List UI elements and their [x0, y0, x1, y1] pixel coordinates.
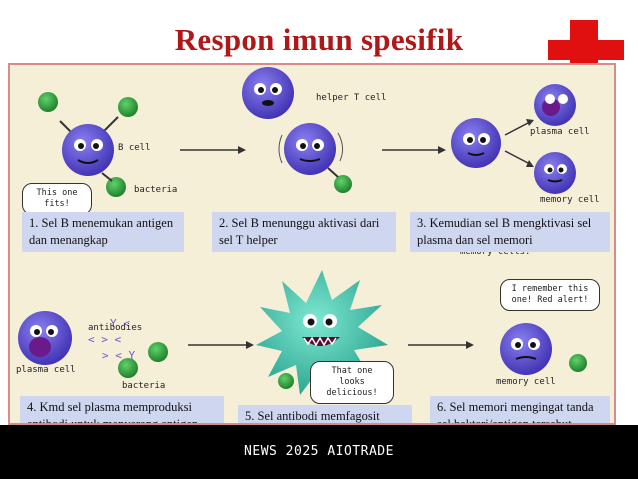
caption-step-5: 5. Sel antibodi memfagosit — [238, 405, 412, 423]
news-ticker-bar — [0, 425, 638, 479]
caption-step-3: 3. Kemudian sel B mengktivasi sel plasma… — [410, 212, 610, 252]
label-plasma-cell: plasma cell — [530, 127, 590, 137]
caption-step-4: 4. Kmd sel plasma memproduksi antibodi u… — [20, 396, 224, 423]
label-memory-cell-bottom: memory cell — [496, 377, 556, 387]
svg-text:< > <: < > < — [88, 333, 121, 346]
label-bacteria-bottom: bacteria — [122, 381, 166, 391]
label-plasma-cell-bottom: plasma cell — [16, 365, 76, 375]
b-cell-with-antigens — [38, 92, 138, 197]
bubble-remember: I remember this one! Red alert! — [500, 279, 600, 311]
caption-step-2: 2. Sel B menunggu aktivasi dari sel T he… — [212, 212, 396, 252]
label-helper-t-cell: helper T cell — [316, 93, 387, 103]
slide-title: Respon imun spesifik — [174, 22, 464, 57]
svg-text:Y <: Y < — [110, 317, 130, 330]
label-b-cell: B cell — [118, 143, 151, 153]
bubble-this-one-fits: This one fits! — [22, 183, 92, 215]
diagram-panel: < > < > < Y Y < B cell bacteria helpe — [8, 63, 616, 425]
caption-step-6: 6. Sel memori mengingat tanda sel bakter… — [430, 396, 610, 423]
memory-cell-alert — [500, 323, 587, 375]
label-memory-cell: memory cell — [540, 195, 600, 205]
label-bacteria: bacteria — [134, 185, 178, 195]
caption-step-1: 1. Sel B menemukan antigen dan menangkap — [22, 212, 184, 252]
bubble-delicious: That one looks delicious! — [310, 361, 394, 404]
label-antibodies: antibodies — [88, 323, 143, 333]
label-memory-cells-partial: memory cells. — [460, 247, 531, 257]
red-cross-logo — [548, 20, 624, 70]
plasma-and-memory-cells — [451, 84, 576, 194]
plasma-cell-releasing-antibodies: < > < > < Y Y < — [18, 311, 168, 378]
helper-t-and-b-cell — [242, 67, 352, 193]
immune-response-illustration: < > < > < Y Y < — [18, 67, 587, 397]
news-ticker-text: NEWS 2025 AIOTRADE — [244, 444, 394, 459]
